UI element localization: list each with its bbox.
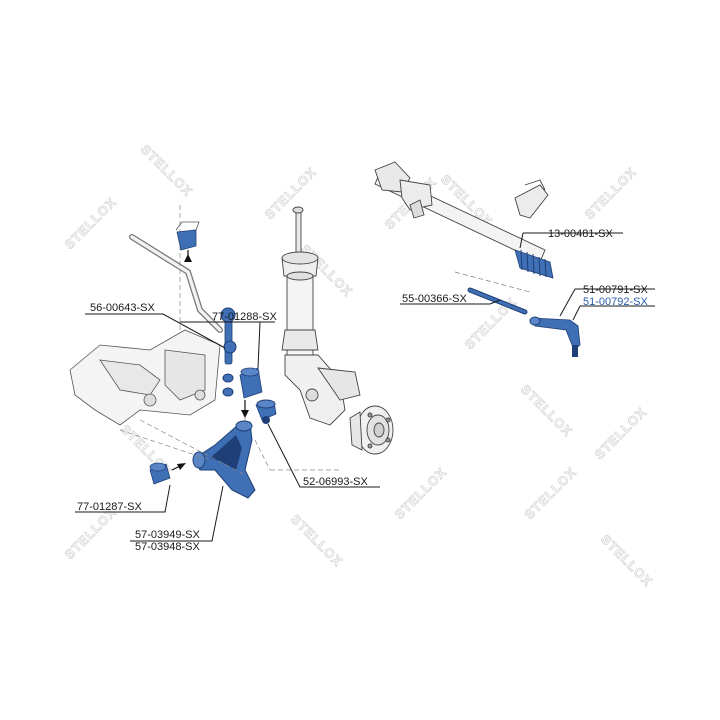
- steering-boot-icon: [514, 249, 554, 279]
- label-axial-joint: 55-00366-SX: [402, 293, 467, 305]
- subframe-icon: [69, 329, 221, 426]
- stabilizer-bushing-icon: [175, 221, 200, 262]
- tie-rod-end-icon: [529, 316, 581, 357]
- hub-icon: [349, 405, 394, 455]
- steering-rack-icon: [374, 161, 549, 263]
- arrow-down-icon: [241, 410, 249, 418]
- ball-joint-icon: [255, 399, 277, 424]
- label-tie-rod-end-right: 51-00792-SX: [583, 296, 648, 308]
- stabilizer-link-icon: [220, 307, 237, 397]
- label-steering-rack: 13-00481-SX: [548, 228, 613, 240]
- axial-joint-icon: [454, 271, 531, 315]
- watermark: STELLOX: [598, 532, 656, 590]
- control-arm-bushing-rear-icon: [239, 367, 263, 475]
- leader-lines: [75, 232, 655, 542]
- part-labels: 13-00481-SX 51-00791-SX 51-00792-SX 55-0…: [77, 228, 648, 553]
- label-control-arm-left: 57-03949-SX: [135, 529, 200, 541]
- arrow-right-icon: [177, 463, 186, 470]
- label-control-arm-right: 57-03948-SX: [135, 541, 200, 553]
- control-arm-icon: [192, 420, 256, 499]
- label-control-arm-bushing-front: 77-01287-SX: [77, 501, 142, 513]
- watermark: STELLOX: [462, 294, 520, 352]
- label-stabilizer-link: 56-00643-SX: [90, 302, 155, 314]
- label-ball-joint: 52-06993-SX: [303, 476, 368, 488]
- watermark: STELLOX: [392, 464, 450, 522]
- watermark: STELLOX: [288, 512, 346, 570]
- watermark: STELLOX: [62, 194, 120, 252]
- watermark: STELLOX: [138, 142, 196, 200]
- label-control-arm-bushing-rear: 77-01288-SX: [212, 311, 277, 323]
- control-arm-bushing-front-icon: [149, 462, 186, 485]
- watermark: STELLOX: [262, 164, 320, 222]
- guide-lines: [119, 419, 340, 476]
- watermark: STELLOX: [518, 382, 576, 440]
- label-tie-rod-end-left: 51-00791-SX: [583, 284, 648, 296]
- watermark: STELLOX: [522, 464, 580, 522]
- watermark: STELLOX: [592, 404, 650, 462]
- watermark: STELLOX: [582, 164, 640, 222]
- stabilizer-bar-icon: [129, 205, 223, 333]
- strut-icon: [281, 206, 361, 426]
